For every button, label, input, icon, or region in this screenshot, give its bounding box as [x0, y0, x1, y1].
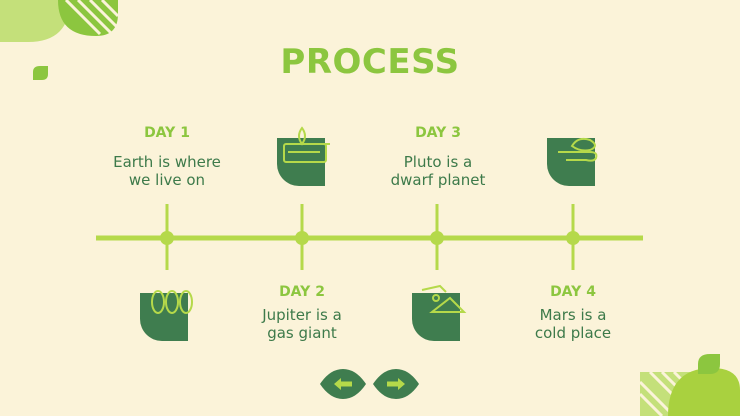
top-left-stripes: [64, 0, 120, 36]
timeline-dots: [160, 231, 580, 245]
arrow-right-icon: [387, 378, 405, 390]
step-4-day: DAY 4: [550, 284, 596, 300]
small-leaf-shape: [33, 66, 48, 80]
top-left-leaf-shape: [0, 0, 70, 42]
bottom-right-blob: [668, 368, 740, 416]
prev-button[interactable]: [320, 369, 366, 399]
step-1-day: DAY 1: [144, 125, 190, 141]
bottom-right-small-leaf: [698, 354, 720, 374]
page-title: PROCESS: [280, 42, 460, 82]
arrow-left-icon: [334, 378, 352, 390]
step-3-day: DAY 3: [415, 125, 461, 141]
step-2-day: DAY 2: [279, 284, 325, 300]
next-button[interactable]: [373, 369, 419, 399]
